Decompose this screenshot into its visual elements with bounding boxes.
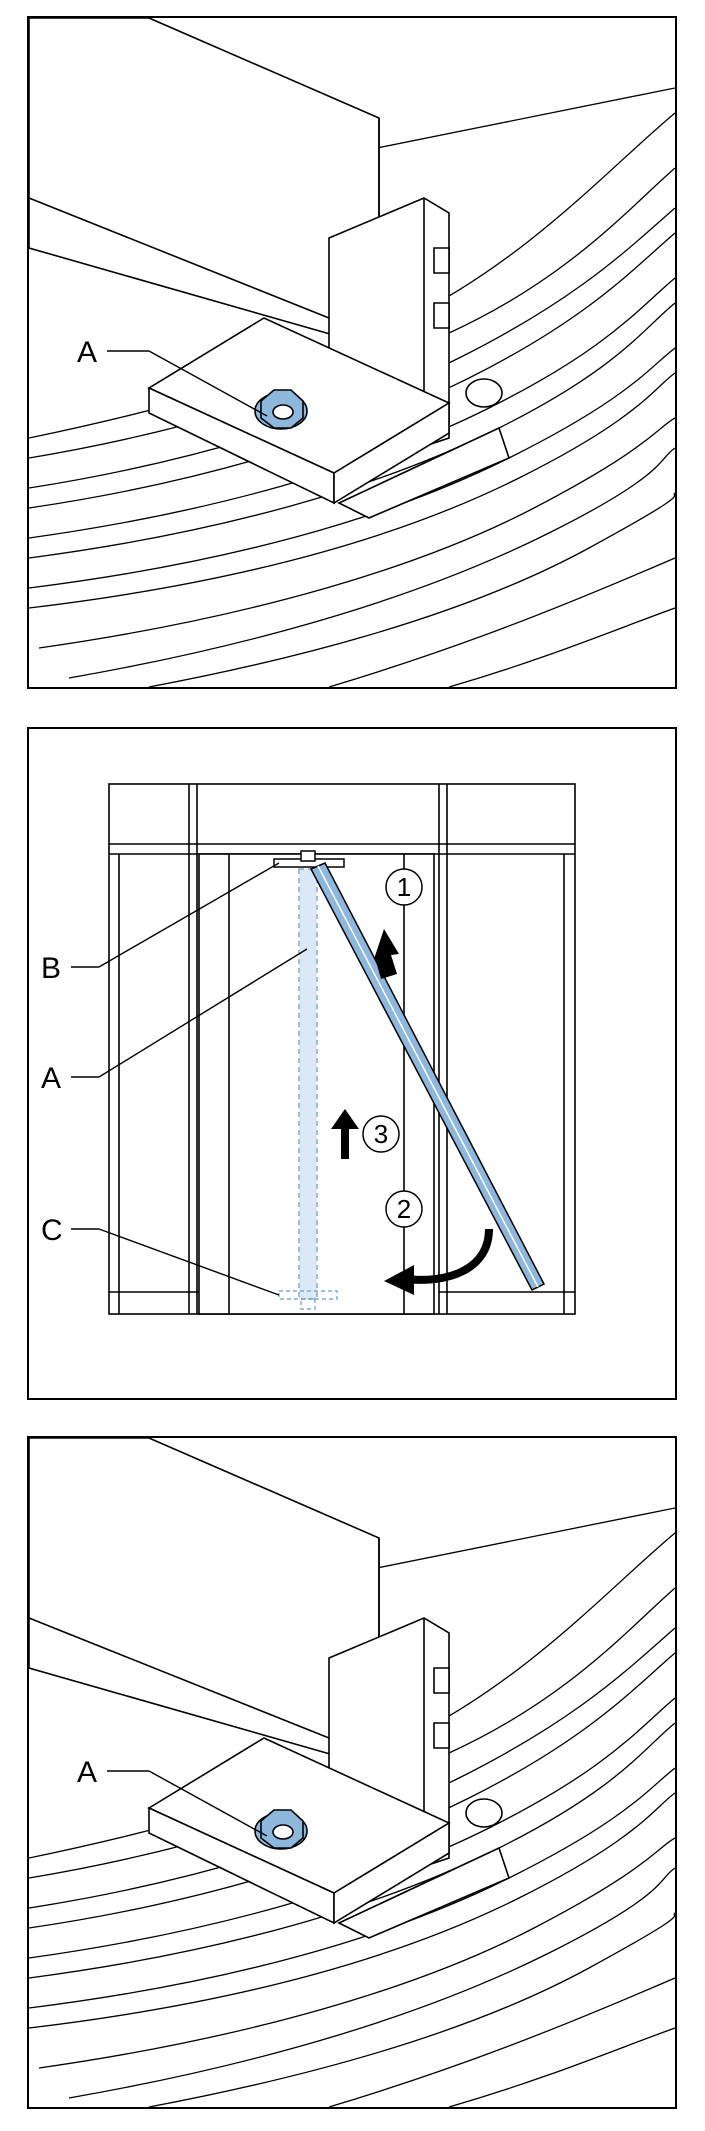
hex-nut-icon [254,389,308,430]
arrow-up-icon [374,929,399,979]
hex-nut-icon [254,1809,308,1850]
beam [29,18,380,350]
figure-panel-2: 1 3 2 B A C [27,727,677,1400]
figure-panel-1: A [27,16,677,689]
step-3: 3 [362,1115,400,1153]
step-1-label: 1 [397,872,411,902]
bracket-bolt-illustration: A [29,18,675,687]
step-2-label: 2 [397,1194,411,1224]
arrow-curved-icon [384,1228,493,1295]
top-bracket [273,850,345,868]
step-3-label: 3 [374,1119,388,1149]
rod-icon [309,862,546,1291]
beam [29,1438,380,1770]
callout-a: A [77,1756,268,1837]
figure-panel-3: A [27,1436,677,2109]
callout-a-label: A [41,1062,61,1095]
callout-c: C [41,1214,280,1296]
callout-a-label: A [77,336,97,369]
callout-b: B [41,862,280,985]
base-plate [147,1737,510,1939]
callout-a: A [41,948,308,1095]
rod-insertion-illustration: 1 3 2 B A C [41,783,576,1315]
step-1: 1 [385,868,423,906]
callout-a-label: A [77,1756,97,1789]
base-plate [147,317,510,519]
callout-c-label: C [41,1214,63,1247]
bracket-bolt-illustration-final: A [29,1438,675,2107]
callout-b-label: B [41,952,61,985]
step-2: 2 [385,1190,423,1228]
arrow-up-step3-icon [331,1109,359,1159]
callout-a: A [77,336,268,417]
